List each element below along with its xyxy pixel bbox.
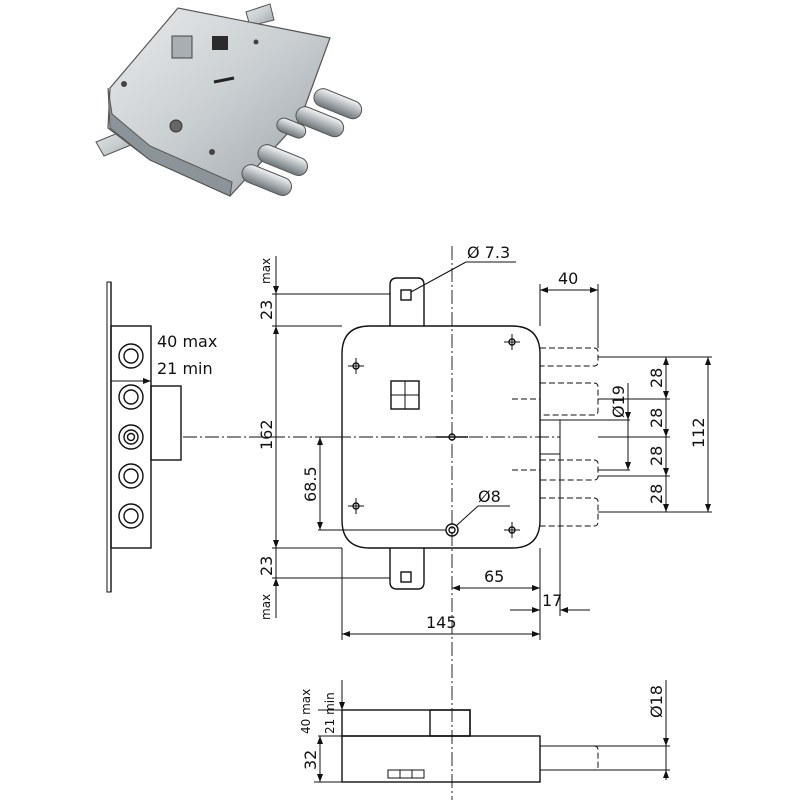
bottom-offset-label: 23 <box>257 556 276 576</box>
front-view-lock-body: Ø 7.3 40 23 max 162 23 max 68.5 <box>257 243 712 800</box>
faceplate-depth-max-label: 40 max <box>157 332 217 351</box>
spindle-hole-photo <box>212 36 228 50</box>
top-offset-max-label: max <box>259 258 273 284</box>
faceplate-bolt-holes <box>118 343 144 529</box>
pin-hole-diameter-label: Ø 7.3 <box>467 243 510 262</box>
bolt-diameter-label: Ø19 <box>609 385 628 418</box>
bolt-projection-label: 17 <box>542 591 562 610</box>
keyhole-diameter-label: Ø8 <box>478 487 501 506</box>
top-offset-label: 23 <box>257 300 276 320</box>
body-width-label: 145 <box>426 613 457 632</box>
bottom-offset-max-label: max <box>259 594 273 620</box>
keyhole-distance-label: 68.5 <box>301 466 320 502</box>
bolt-spacing-4-label: 28 <box>647 484 666 504</box>
faceplate-depth-min-label: 21 min <box>157 359 213 378</box>
mounting-screws <box>348 334 520 538</box>
bolt-cylinders-photo <box>241 88 363 196</box>
bolt-spacing-1-label: 28 <box>647 368 666 388</box>
backset-depth-label: 40 <box>558 269 578 288</box>
lock-body-photo <box>95 3 363 197</box>
bottom-pin-hole <box>400 571 412 583</box>
body-height-label: 162 <box>257 419 276 450</box>
bottom-view: Ø18 40 max 21 min 32 <box>299 680 670 783</box>
top-pin-hole <box>400 289 412 301</box>
bolt-end-diameter-label: Ø18 <box>647 685 666 718</box>
bottom-depth-min-label: 21 min <box>323 692 337 734</box>
cylinder-center-label: 65 <box>484 567 504 586</box>
bolt-span-label: 112 <box>689 417 708 448</box>
bottom-depth-max-label: 40 max <box>299 689 313 734</box>
lock-body-outline <box>341 325 541 549</box>
bolt-spacing-2-label: 28 <box>647 408 666 428</box>
bolt-spacing-3-label: 28 <box>647 446 666 466</box>
body-thickness-label: 32 <box>301 750 320 770</box>
side-view-faceplate: 40 max 21 min <box>106 281 560 593</box>
